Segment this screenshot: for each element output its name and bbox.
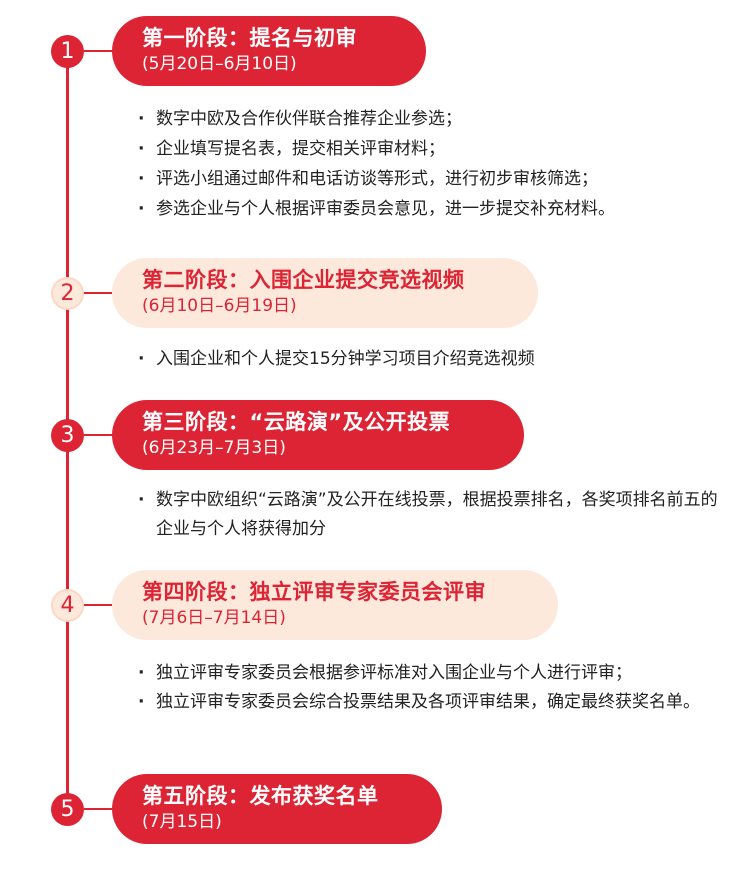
stage-3-bullet-1: 数字中欧组织“云路演”及公开在线投票，根据投票排名，各奖项排名前五的企业与个人将… [138, 486, 721, 544]
stage-4-bullet-list: 独立评审专家委员会根据参评标准对入围企业与个人进行评审； 独立评审专家委员会综合… [138, 658, 738, 717]
stage-2-title: 第二阶段：入围企业提交竞选视频 [142, 268, 465, 292]
stage-5-number-badge: 5 [51, 793, 84, 826]
stage-5-connector [84, 808, 112, 810]
stage-2-number-badge: 2 [51, 277, 84, 310]
stage-2-bullet-list: 入围企业和个人提交15分钟学习项目介绍竞选视频 [138, 344, 738, 374]
stage-1-bullet-4: 参选企业与个人根据评审委员会意见，进一步提交补充材料。 [138, 194, 738, 224]
stage-2-header: 第二阶段：入围企业提交竞选视频 (6月10日–6月19日) [112, 258, 538, 328]
stage-5-date: (7月15日) [142, 812, 222, 832]
stage-1-bullet-list: 数字中欧及合作伙伴联合推荐企业参选； 企业填写提名表，提交相关评审材料； 评选小… [138, 104, 738, 224]
stage-4-bullet-1: 独立评审专家委员会根据参评标准对入围企业与个人进行评审； [138, 658, 738, 688]
stage-1-date: (5月20日–6月10日) [142, 54, 297, 74]
stage-3-date: (6月23月–7月3日) [142, 438, 286, 458]
stage-1-number-badge: 1 [51, 35, 84, 68]
stage-1-title: 第一阶段：提名与初审 [142, 26, 357, 50]
stage-3-bullet-list: 数字中欧组织“云路演”及公开在线投票，根据投票排名，各奖项排名前五的企业与个人将… [138, 486, 738, 544]
stage-5-title: 第五阶段：发布获奖名单 [142, 784, 379, 808]
stage-1-bullet-2: 企业填写提名表，提交相关评审材料； [138, 134, 738, 164]
stage-4-connector [84, 604, 112, 606]
stage-4-bullet-2: 独立评审专家委员会综合投票结果及各项评审结果，确定最终获奖名单。 [138, 688, 721, 717]
stage-4-title: 第四阶段：独立评审专家委员会评审 [142, 580, 486, 604]
stage-3-header: 第三阶段：“云路演”及公开投票 (6月23月–7月3日) [112, 400, 524, 470]
stage-3-title: 第三阶段：“云路演”及公开投票 [142, 410, 451, 434]
stage-1-connector [84, 50, 112, 52]
stage-2-bullet-1: 入围企业和个人提交15分钟学习项目介绍竞选视频 [138, 344, 738, 374]
stage-3-number-badge: 3 [51, 419, 84, 452]
stage-2-connector [84, 292, 112, 294]
stage-4-number-badge: 4 [51, 589, 84, 622]
stage-1-bullet-3: 评选小组通过邮件和电话访谈等形式，进行初步审核筛选； [138, 164, 738, 194]
stage-5-header: 第五阶段：发布获奖名单 (7月15日) [112, 774, 442, 844]
stage-4-header: 第四阶段：独立评审专家委员会评审 (7月6日–7月14日) [112, 570, 558, 640]
stage-3-connector [84, 434, 112, 436]
stage-2-date: (6月10日–6月19日) [142, 296, 297, 316]
stage-1-header: 第一阶段：提名与初审 (5月20日–6月10日) [112, 16, 426, 86]
stage-1-bullet-1: 数字中欧及合作伙伴联合推荐企业参选； [138, 104, 738, 134]
stage-4-date: (7月6日–7月14日) [142, 608, 286, 628]
